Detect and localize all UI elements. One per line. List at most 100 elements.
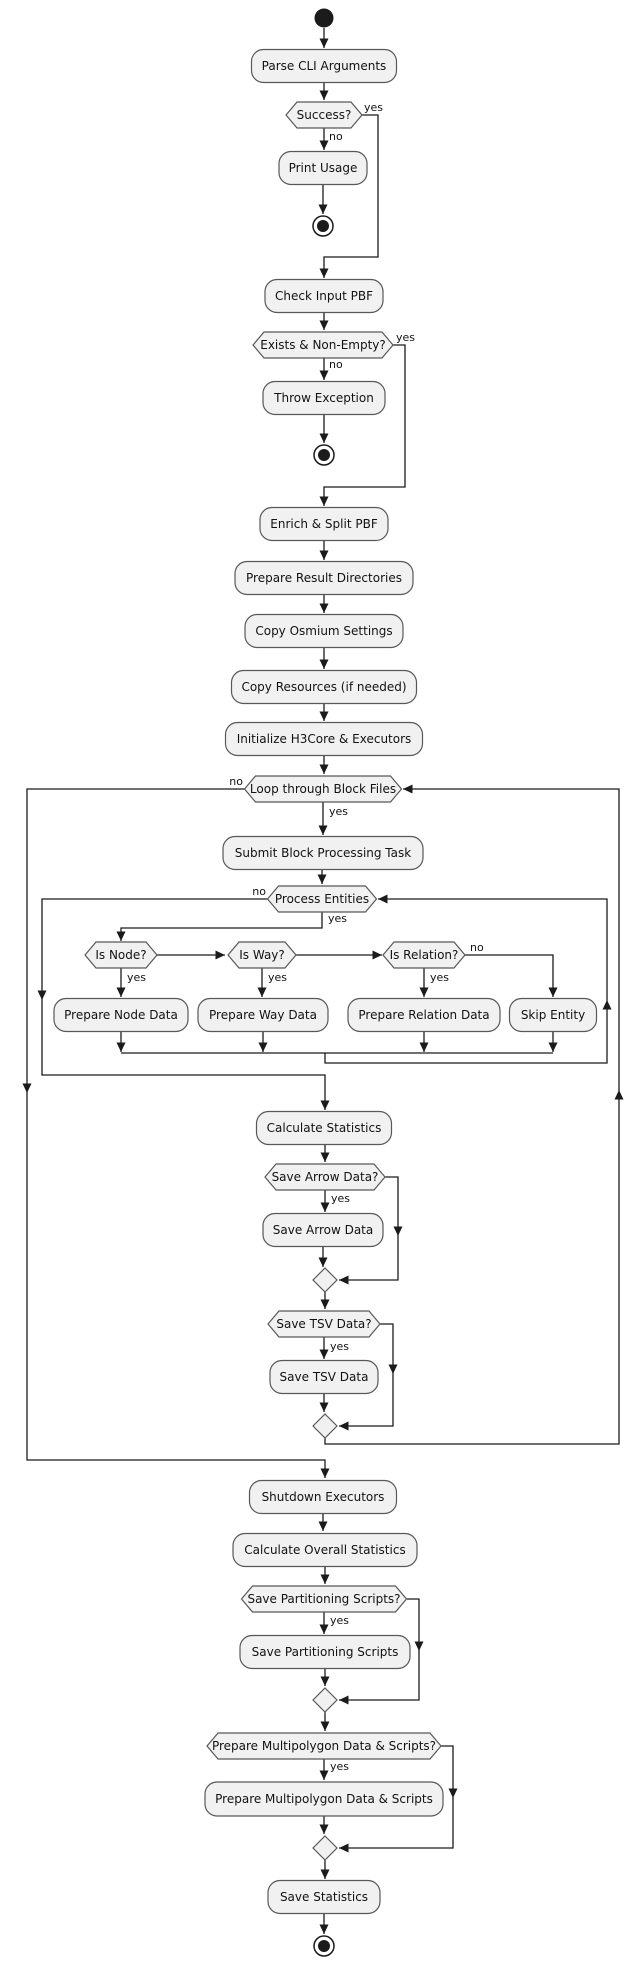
arrowhead-edge-44 (339, 1695, 349, 1705)
flow-edge-37 (339, 1323, 394, 1427)
decision-prepare-multipolygon-label: Prepare Multipolygon Data & Scripts? (212, 1739, 436, 1753)
edge-label-no: no (329, 358, 343, 371)
arrowhead-edge-23 (419, 987, 429, 997)
activity-print-usage-label: Print Usage (289, 161, 358, 175)
arrowhead-edge-15 (318, 825, 328, 835)
arrowhead-edge-41 (318, 1521, 328, 1531)
decision-process-entities (266, 885, 378, 913)
edge-label-yes: yes (330, 1760, 349, 1773)
arrowhead-edge-39 (403, 784, 413, 794)
activity-prepare-way-data (197, 997, 329, 1033)
edge-label-yes: yes (430, 971, 449, 984)
activity-submit-block-task-label: Submit Block Processing Task (235, 846, 411, 860)
arrowhead-edge-7 (319, 496, 329, 506)
activity-save-partitioning-label: Save Partitioning Scripts (252, 1645, 399, 1659)
activity-init-h3core-executors (224, 721, 424, 757)
activity-prepare-node-data-label: Prepare Node Data (64, 1008, 178, 1022)
merge-2 (312, 1413, 338, 1439)
edge-label-yes: yes (127, 971, 146, 984)
arrowhead-edge-43 (319, 1624, 329, 1634)
decision-is-node-label: Is Node? (95, 948, 146, 962)
arrowhead-edge-40 (320, 1468, 330, 1478)
arrowhead-edge-32 (320, 1202, 330, 1212)
flow-edge-20 (465, 954, 554, 997)
activity-calc-overall-stats-label: Calculate Overall Statistics (244, 1543, 405, 1557)
activity-parse-cli-arguments-label: Parse CLI Arguments (262, 59, 387, 73)
activity-save-statistics-label: Save Statistics (280, 1890, 368, 1904)
arrowhead-edge-1 (319, 38, 329, 48)
arrowhead-edge-50 (320, 1869, 330, 1879)
activity-print-usage (278, 150, 368, 186)
decision-exists-non-empty (252, 331, 394, 359)
arrowhead-edge-20 (548, 987, 558, 997)
end-node-2-inner-dot (318, 449, 330, 461)
flow-edge-30 (41, 898, 326, 1110)
activity-save-tsv-data-label: Save TSV Data (280, 1370, 369, 1384)
decision-exists-non-empty-label: Exists & Non-Empty? (260, 338, 386, 352)
flow-edge-7 (323, 344, 406, 506)
activity-throw-exception (262, 380, 386, 416)
edge-label-no: no (470, 941, 484, 954)
activity-enrich-split-pbf (259, 506, 389, 542)
arrowhead-mid-40-0 (22, 1083, 32, 1093)
activity-prepare-relation-data (347, 997, 501, 1033)
arrowhead-edge-22 (257, 987, 267, 997)
arrowhead-mid-37-0 (388, 1364, 398, 1374)
activity-save-arrow-data-label: Save Arrow Data (273, 1223, 374, 1237)
flow-edge-17 (120, 912, 323, 941)
activity-parse-cli-arguments (250, 48, 398, 84)
decision-success-label: Success? (297, 108, 352, 122)
decision-save-arrow-data-label: Save Arrow Data? (272, 1170, 379, 1184)
arrowhead-edge-25 (258, 1042, 268, 1052)
arrowhead-edge-36 (319, 1349, 329, 1359)
activity-prepare-way-data-label: Prepare Way Data (209, 1008, 317, 1022)
arrowhead-edge-38 (319, 1402, 329, 1412)
arrowhead-edge-9 (319, 433, 329, 443)
arrowhead-edge-8 (319, 370, 329, 380)
arrowhead-edge-42 (320, 1574, 330, 1584)
arrowhead-edge-34 (318, 1257, 328, 1267)
merge-4 (312, 1835, 338, 1861)
activity-calculate-statistics-label: Calculate Statistics (267, 1121, 382, 1135)
arrowhead-edge-18 (215, 950, 225, 960)
activity-check-input-pbf (264, 278, 384, 314)
arrowhead-edge-11 (319, 603, 329, 613)
activity-shutdown-executors (248, 1479, 398, 1515)
arrowhead-edge-49 (319, 1824, 329, 1834)
end-node-3-inner-dot (318, 1940, 330, 1952)
arrowhead-mid-29-0 (602, 1000, 612, 1010)
arrowhead-edge-4 (319, 140, 329, 150)
activity-save-statistics (267, 1879, 381, 1915)
arrowhead-edge-45 (320, 1676, 330, 1686)
arrowhead-edge-2 (319, 90, 329, 100)
decision-prepare-multipolygon (206, 1732, 442, 1760)
edge-label-yes: yes (364, 101, 383, 114)
decision-success (285, 101, 363, 129)
decision-is-way (227, 941, 297, 969)
edge-label-yes: yes (329, 805, 348, 818)
activity-save-tsv-data (269, 1359, 379, 1395)
arrowhead-edge-30 (320, 1100, 330, 1110)
arrowhead-mid-48-0 (448, 1788, 458, 1798)
edge-label-no: no (252, 885, 266, 898)
arrowhead-edge-21 (116, 987, 126, 997)
activity-enrich-split-pbf-label: Enrich & Split PBF (270, 517, 378, 531)
activity-skip-entity (508, 997, 598, 1033)
activity-prepare-node-data (53, 997, 189, 1033)
arrowhead-edge-37 (339, 1421, 349, 1431)
arrowhead-edge-27 (548, 1042, 558, 1052)
start-node (314, 8, 334, 28)
activity-shutdown-executors-label: Shutdown Executors (262, 1490, 385, 1504)
arrowhead-edge-47 (319, 1770, 329, 1780)
activity-submit-block-task (222, 835, 424, 871)
arrowhead-mid-39-0 (614, 1090, 624, 1100)
flow-edge-3 (323, 114, 379, 278)
decision-is-relation (382, 941, 466, 969)
flow-edge-29 (324, 898, 608, 1064)
activity-copy-osmium-settings-label: Copy Osmium Settings (255, 624, 392, 638)
activity-copy-resources (230, 669, 418, 705)
arrowhead-edge-13 (319, 711, 329, 721)
flow-edge-40 (26, 788, 326, 1478)
merge-1 (312, 1267, 338, 1293)
decision-save-tsv-data (267, 1310, 381, 1338)
